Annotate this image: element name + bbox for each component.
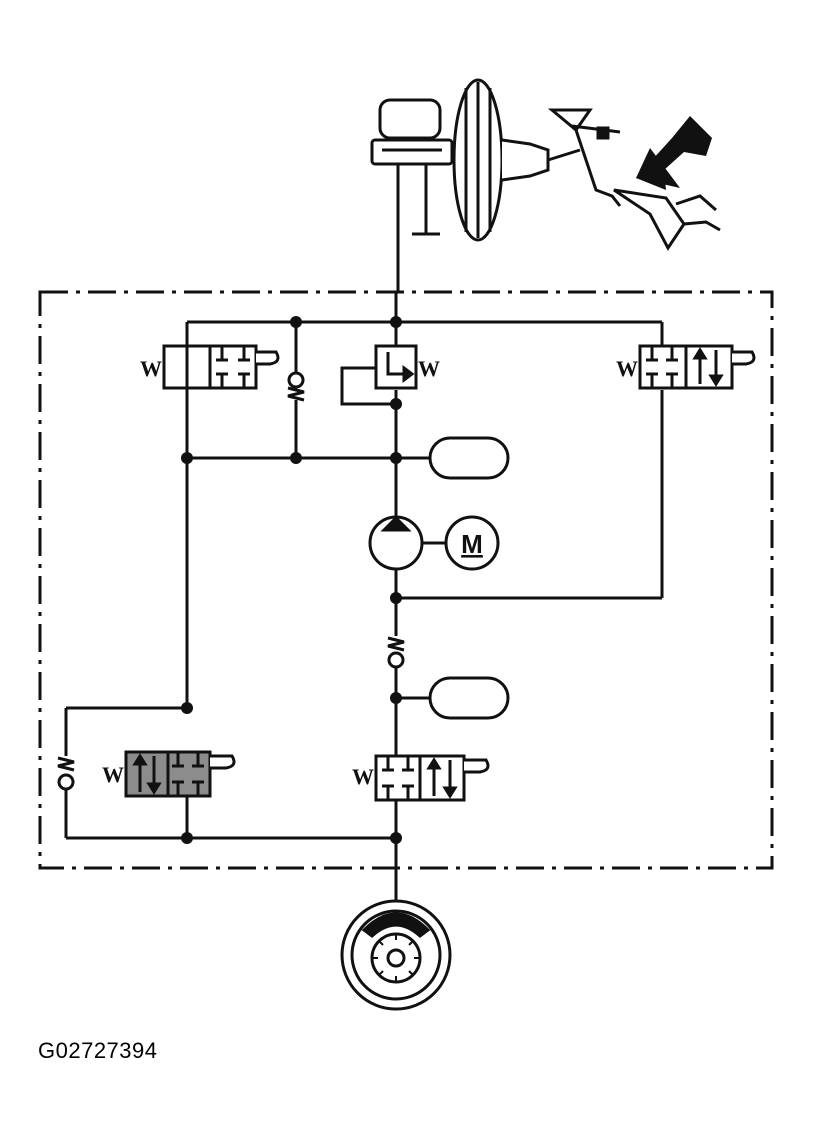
spring-symbol-top-right: W — [616, 356, 638, 381]
pump — [368, 515, 446, 571]
spring-symbol-top-center: W — [418, 356, 440, 381]
spring-symbol-bottom-left: W — [102, 762, 124, 787]
valve-top-left — [162, 344, 280, 390]
hydraulic-unit-boundary — [38, 290, 774, 870]
hydraulic-lines — [64, 292, 664, 910]
valve-top-right — [638, 344, 756, 390]
brake-pedal-icon — [547, 108, 721, 251]
check-valve-pump-line — [387, 636, 405, 669]
master-cylinder — [370, 98, 454, 292]
brake-booster — [452, 78, 581, 242]
spring-symbol-bottom-center: W — [352, 764, 374, 789]
brake-disc-icon — [340, 899, 452, 1011]
motor: M — [444, 515, 500, 571]
valve-bottom-center — [374, 754, 490, 802]
spring-symbol-top-left: W — [140, 356, 162, 381]
junction-dots — [181, 316, 402, 844]
motor-label: M — [461, 529, 483, 559]
check-valve-left-branch — [287, 371, 305, 402]
push-arrow-icon — [636, 116, 712, 190]
check-valve-left-return — [57, 756, 75, 791]
accumulator-upper — [428, 436, 510, 480]
figure-id-label: G02727394 — [38, 1038, 158, 1063]
valve-bottom-left — [124, 750, 236, 798]
accumulator-lower — [428, 676, 510, 720]
valve-top-center — [374, 344, 418, 390]
